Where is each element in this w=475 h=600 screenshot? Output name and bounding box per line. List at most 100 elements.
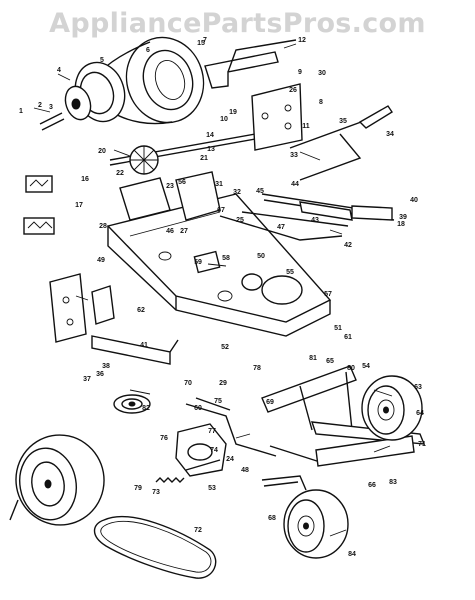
callout-66: 66	[368, 482, 376, 489]
callout-40: 40	[410, 197, 418, 204]
callout-46: 46	[166, 228, 174, 235]
callout-69: 69	[266, 399, 274, 406]
callout-42: 42	[344, 242, 352, 249]
callout-36: 36	[96, 371, 104, 378]
callout-63: 63	[414, 384, 422, 391]
callout-20: 20	[98, 148, 106, 155]
callout-67: 67	[217, 207, 225, 214]
callout-15: 15	[197, 40, 205, 47]
callout-41: 41	[140, 342, 148, 349]
callout-31: 31	[215, 181, 223, 188]
drive-belt	[93, 515, 217, 579]
spring	[155, 477, 185, 483]
callout-7: 7	[203, 37, 207, 44]
side-plate-right	[251, 83, 303, 151]
steering-arm	[261, 475, 307, 491]
leader-lines	[33, 43, 393, 537]
callout-52: 52	[221, 344, 229, 351]
callout-29: 29	[219, 380, 227, 387]
callout-19: 19	[229, 109, 237, 116]
rod-assembly	[261, 193, 395, 221]
callout-51: 51	[334, 325, 342, 332]
pulley	[113, 394, 151, 414]
transaxle	[175, 423, 227, 477]
lower-bracket-left	[91, 335, 179, 365]
callout-13: 13	[207, 146, 215, 153]
callout-27: 27	[180, 228, 188, 235]
front-wheel-left	[9, 434, 105, 526]
callout-3: 3	[49, 104, 53, 111]
callout-71: 71	[418, 441, 426, 448]
rear-wheel-hub	[39, 61, 126, 131]
callout-59: 59	[194, 259, 202, 266]
callout-56: 56	[178, 179, 186, 186]
callout-21: 21	[200, 155, 208, 162]
callout-39: 39	[399, 214, 407, 221]
main-frame	[106, 193, 332, 337]
callout-23: 23	[166, 183, 174, 190]
callout-73: 73	[152, 489, 160, 496]
callout-58: 58	[222, 255, 230, 262]
callout-5: 5	[100, 57, 104, 64]
callout-79: 79	[134, 485, 142, 492]
callout-76: 76	[160, 435, 168, 442]
side-plate-left	[49, 273, 115, 343]
sprocket	[129, 145, 159, 175]
callout-84: 84	[348, 551, 356, 558]
callout-17: 17	[75, 202, 83, 209]
callout-50: 50	[257, 253, 265, 260]
frame-brackets	[119, 171, 349, 241]
callout-9: 9	[298, 69, 302, 76]
callout-44: 44	[291, 181, 299, 188]
callout-34: 34	[386, 131, 394, 138]
callout-1: 1	[19, 108, 23, 115]
callout-54: 54	[362, 363, 370, 370]
front-wheel-right	[361, 375, 423, 441]
callout-24: 24	[226, 456, 234, 463]
callout-49: 49	[97, 257, 105, 264]
callout-65: 65	[326, 358, 334, 365]
callout-10: 10	[220, 116, 228, 123]
watermark: AppliancePartsPros.com	[49, 8, 426, 39]
callout-6: 6	[146, 47, 150, 54]
front-wheel-bottom	[283, 489, 349, 559]
callout-78: 78	[253, 365, 261, 372]
callout-32: 32	[233, 189, 241, 196]
callout-75: 75	[214, 398, 222, 405]
callout-26: 26	[289, 87, 297, 94]
callout-11: 11	[302, 123, 310, 130]
shift-lever	[289, 105, 393, 181]
upper-bracket	[204, 39, 297, 89]
callout-22: 22	[116, 170, 124, 177]
callout-80: 80	[347, 365, 355, 372]
callout-72: 72	[194, 527, 202, 534]
callout-12: 12	[298, 37, 306, 44]
callout-60: 60	[194, 405, 202, 412]
small-parts-left	[23, 175, 55, 235]
callout-57: 57	[324, 291, 332, 298]
callout-38: 38	[102, 363, 110, 370]
callout-45: 45	[256, 188, 264, 195]
callout-16: 16	[81, 176, 89, 183]
callout-28: 28	[99, 223, 107, 230]
callout-82: 82	[142, 405, 150, 412]
callout-77: 77	[208, 428, 216, 435]
callout-35: 35	[339, 118, 347, 125]
callout-62: 62	[137, 307, 145, 314]
callout-25: 25	[236, 217, 244, 224]
callout-18: 18	[397, 221, 405, 228]
callout-70: 70	[184, 380, 192, 387]
callout-14: 14	[206, 132, 214, 139]
callout-61: 61	[344, 334, 352, 341]
callout-83: 83	[389, 479, 397, 486]
callout-64: 64	[416, 410, 424, 417]
callout-30: 30	[318, 70, 326, 77]
callout-74: 74	[210, 447, 218, 454]
callout-43: 43	[311, 217, 319, 224]
callout-33: 33	[290, 152, 298, 159]
callout-4: 4	[57, 67, 61, 74]
callout-8: 8	[319, 99, 323, 106]
